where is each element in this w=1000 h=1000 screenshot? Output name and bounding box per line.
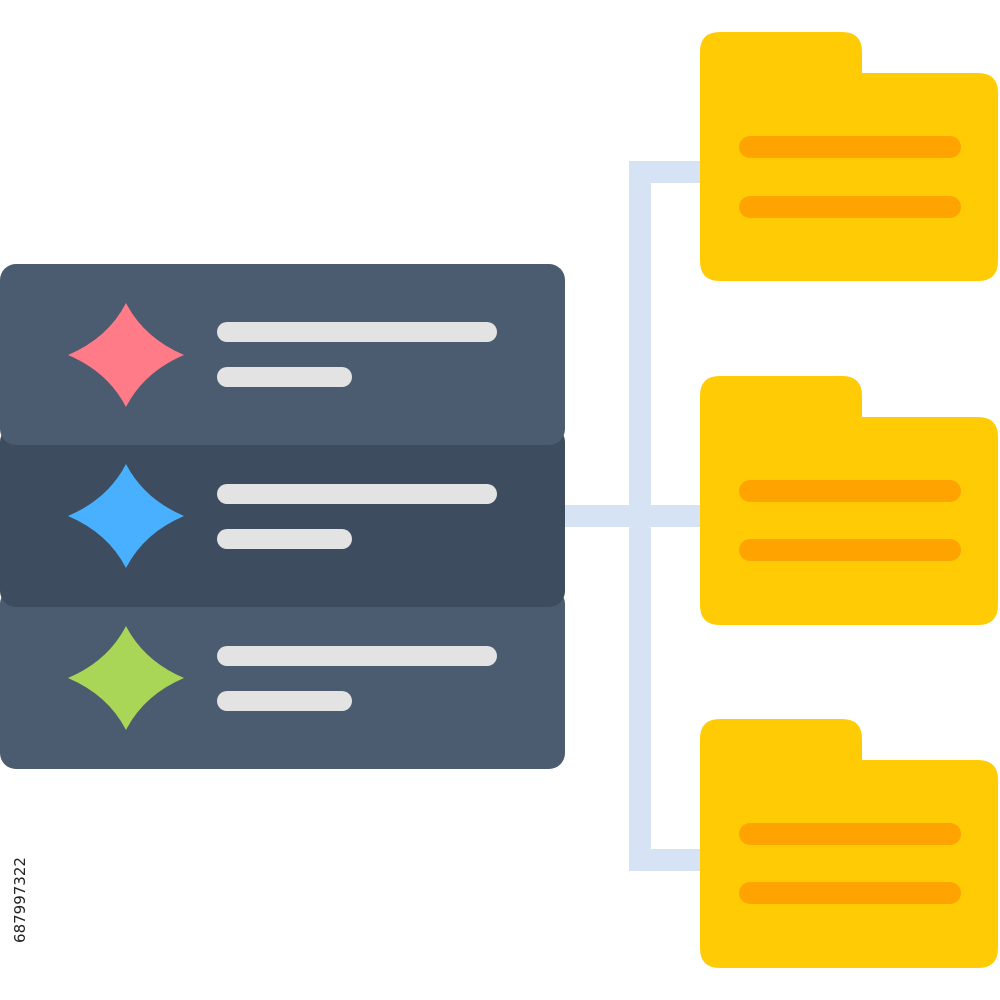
server-row-2 [0,426,565,607]
diamond-star-icon [68,626,184,730]
diamond-star-icon [68,303,184,407]
stock-id-text: 687997322 [11,857,29,943]
folder-3 [700,719,998,968]
connector-lines [560,161,700,871]
server-row-3 [0,588,565,769]
diamond-star-icon [68,464,184,568]
stock-id-watermark: 687997322 [0,857,40,943]
folder-1 [700,32,998,281]
server-row-1 [0,264,565,445]
folder-2 [700,376,998,625]
server-stack [0,264,565,769]
